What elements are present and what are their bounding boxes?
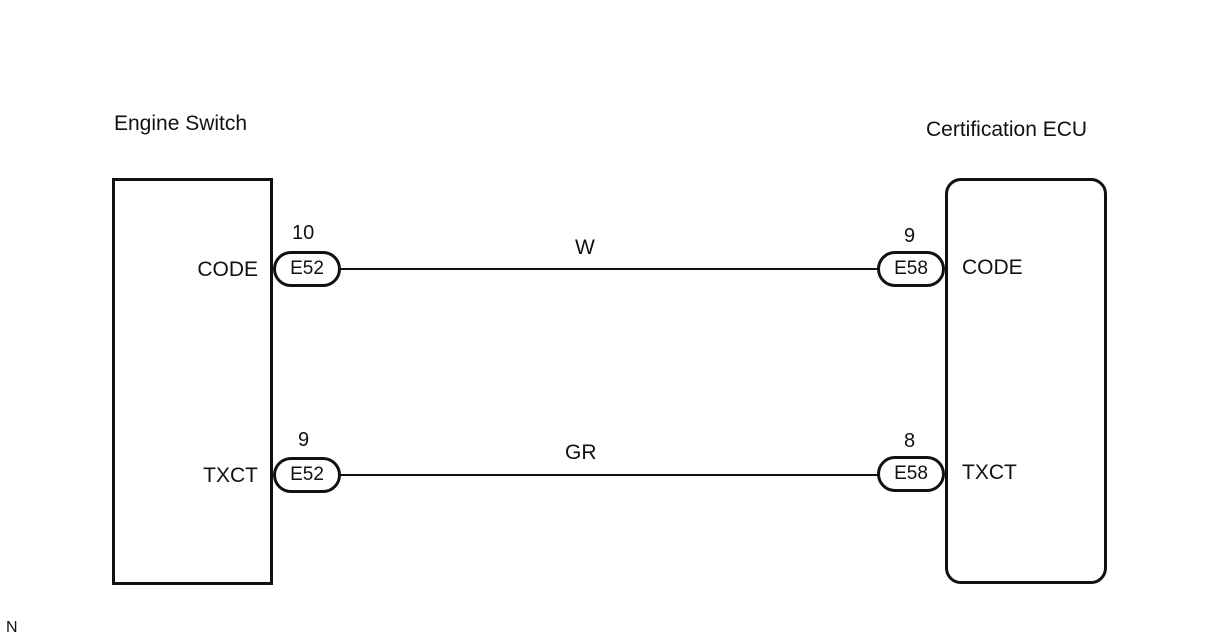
left-pin-number-txct: 9 (298, 429, 310, 451)
footnote: N (6, 619, 18, 636)
right-connector-txct: E58 (877, 456, 945, 492)
left-connector-code-label: E52 (290, 258, 324, 279)
wire-color-txct: GR (565, 441, 597, 464)
left-pin-number-code: 10 (292, 222, 315, 244)
left-pin-label-txct: TXCT (203, 464, 258, 487)
left-connector-txct-label: E52 (290, 464, 324, 485)
wire-txct (340, 474, 878, 476)
right-connector-code: E58 (877, 251, 945, 287)
wire-color-code: W (575, 236, 595, 259)
right-connector-txct-label: E58 (894, 463, 928, 484)
wire-code (340, 268, 878, 270)
right-pin-label-code: CODE (962, 256, 1023, 279)
right-connector-code-label: E58 (894, 258, 928, 279)
left-connector-code: E52 (273, 251, 341, 287)
right-pin-label-txct: TXCT (962, 461, 1017, 484)
certification-ecu-title: Certification ECU (926, 118, 1088, 141)
engine-switch-box (112, 178, 273, 585)
certification-ecu-box (945, 178, 1107, 584)
engine-switch-title: Engine Switch (114, 112, 248, 135)
right-pin-number-txct: 8 (904, 430, 916, 452)
left-pin-label-code: CODE (197, 258, 258, 281)
left-connector-txct: E52 (273, 457, 341, 493)
right-pin-number-code: 9 (904, 225, 916, 247)
